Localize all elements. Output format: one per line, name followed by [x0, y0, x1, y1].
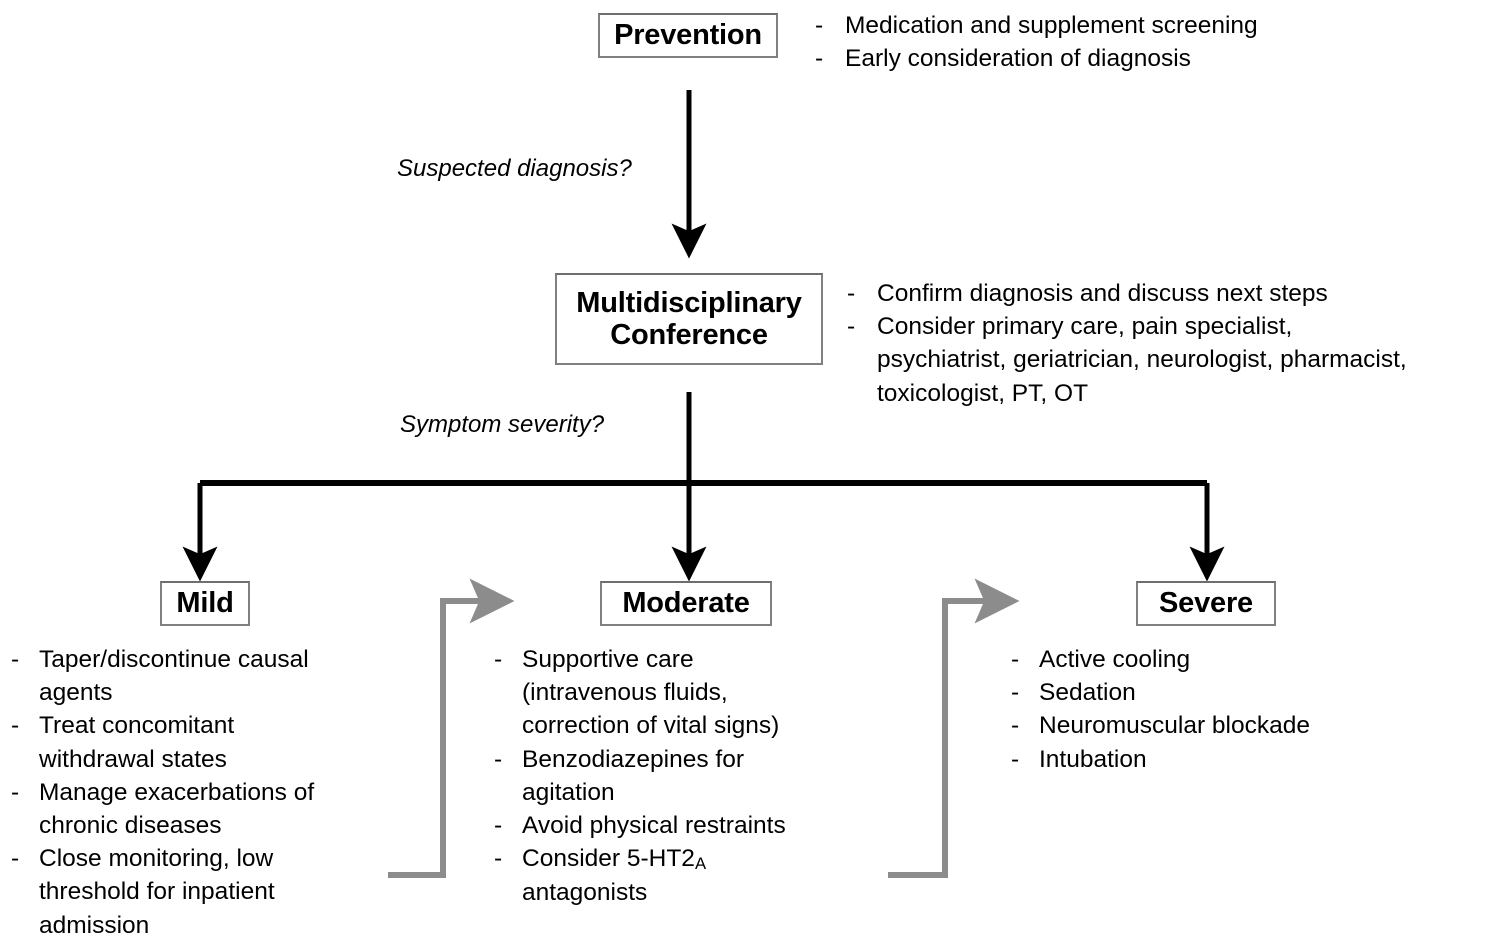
- bullet-marker: -: [1011, 712, 1020, 740]
- bullet-item: -Neuromuscular blockade: [1011, 709, 1431, 742]
- bullet-marker: -: [11, 778, 20, 806]
- node-severe[interactable]: Severe: [1136, 581, 1276, 626]
- bullet-marker: -: [1011, 745, 1020, 773]
- bullet-text: Supportive care (intravenous fluids, cor…: [522, 646, 780, 740]
- bullet-item: -Confirm diagnosis and discuss next step…: [847, 277, 1500, 310]
- node-mild[interactable]: Mild: [160, 581, 250, 626]
- bullet-item: -Benzodiazepines for agitation: [494, 743, 854, 809]
- node-severe-label: Severe: [1159, 587, 1253, 620]
- bullet-marker: -: [494, 745, 503, 773]
- bullet-list-severe: -Active cooling-Sedation-Neuromuscular b…: [1011, 643, 1431, 776]
- bullet-marker: -: [847, 280, 856, 307]
- bullet-item: -Close monitoring, low threshold for inp…: [11, 842, 381, 942]
- bullet-text: Confirm diagnosis and discuss next steps: [877, 280, 1328, 307]
- bullet-item: -Consider primary care, pain specialist,…: [847, 310, 1500, 410]
- bullet-item: -Consider 5-HT2A antagonists: [494, 842, 854, 909]
- bullet-item: -Medication and supplement screening: [815, 9, 1455, 42]
- bullet-marker: -: [11, 646, 20, 673]
- bullet-list-prevention: -Medication and supplement screening-Ear…: [815, 9, 1455, 75]
- bullet-marker: -: [494, 811, 503, 839]
- bullet-list-mild: -Taper/discontinue causal agents-Treat c…: [11, 643, 381, 942]
- node-prevention-label: Prevention: [614, 19, 762, 52]
- bullet-text: Close monitoring, low threshold for inpa…: [39, 845, 275, 939]
- bullet-item: -Avoid physical restraints: [494, 809, 854, 842]
- node-multidisciplinary-conference-label: Multidisciplinary Conference: [576, 286, 802, 351]
- node-moderate[interactable]: Moderate: [600, 581, 772, 626]
- escalation-arrow-moderate-to-severe: [888, 578, 1020, 878]
- node-moderate-label: Moderate: [622, 587, 750, 620]
- bullet-item: -Taper/discontinue causal agents: [11, 643, 381, 709]
- escalation-arrow-mild-to-moderate: [388, 578, 515, 878]
- bullet-marker: -: [11, 845, 20, 873]
- bullet-marker: -: [815, 12, 824, 39]
- bullet-text: Treat concomitant withdrawal states: [39, 712, 235, 773]
- bullet-marker: -: [494, 646, 503, 673]
- bullet-text: Medication and supplement screening: [845, 12, 1258, 39]
- bullet-list-conference: -Confirm diagnosis and discuss next step…: [847, 277, 1500, 410]
- bullet-marker: -: [1011, 679, 1020, 707]
- bullet-marker: -: [815, 45, 824, 73]
- bullet-text: Benzodiazepines for agitation: [522, 745, 745, 806]
- bullet-item: -Treat concomitant withdrawal states: [11, 709, 381, 775]
- bullet-text: Consider 5-HT2A antagonists: [522, 845, 707, 906]
- bullet-marker: -: [847, 313, 856, 341]
- bullet-item: -Intubation: [1011, 743, 1431, 776]
- node-prevention[interactable]: Prevention: [598, 13, 778, 58]
- bullet-text: Intubation: [1039, 745, 1147, 773]
- bullet-item: -Early consideration of diagnosis: [815, 42, 1455, 75]
- bullet-text: Neuromuscular blockade: [1039, 712, 1310, 740]
- node-multidisciplinary-conference[interactable]: Multidisciplinary Conference: [555, 273, 823, 365]
- node-mild-label: Mild: [176, 587, 234, 620]
- bullet-text: Early consideration of diagnosis: [845, 45, 1191, 73]
- bullet-item: -Manage exacerbations of chronic disease…: [11, 776, 381, 842]
- bullet-list-moderate: -Supportive care (intravenous fluids, co…: [494, 643, 854, 909]
- bullet-item: -Sedation: [1011, 676, 1431, 709]
- bullet-marker: -: [494, 845, 503, 873]
- bullet-item: -Active cooling: [1011, 643, 1431, 676]
- bullet-marker: -: [1011, 646, 1020, 673]
- bullet-marker: -: [11, 712, 20, 740]
- bullet-text: Active cooling: [1039, 646, 1191, 673]
- bullet-text: Sedation: [1039, 679, 1136, 707]
- bullet-text: Avoid physical restraints: [522, 811, 786, 839]
- bullet-text: Consider primary care, pain specialist, …: [877, 313, 1407, 407]
- bullet-text: Manage exacerbations of chronic diseases: [39, 778, 315, 839]
- bullet-text: Taper/discontinue causal agents: [39, 646, 309, 707]
- bullet-item: -Supportive care (intravenous fluids, co…: [494, 643, 854, 743]
- edge-label-symptom-severity: Symptom severity?: [400, 411, 605, 438]
- edge-label-suspected-diagnosis: Suspected diagnosis?: [397, 155, 632, 182]
